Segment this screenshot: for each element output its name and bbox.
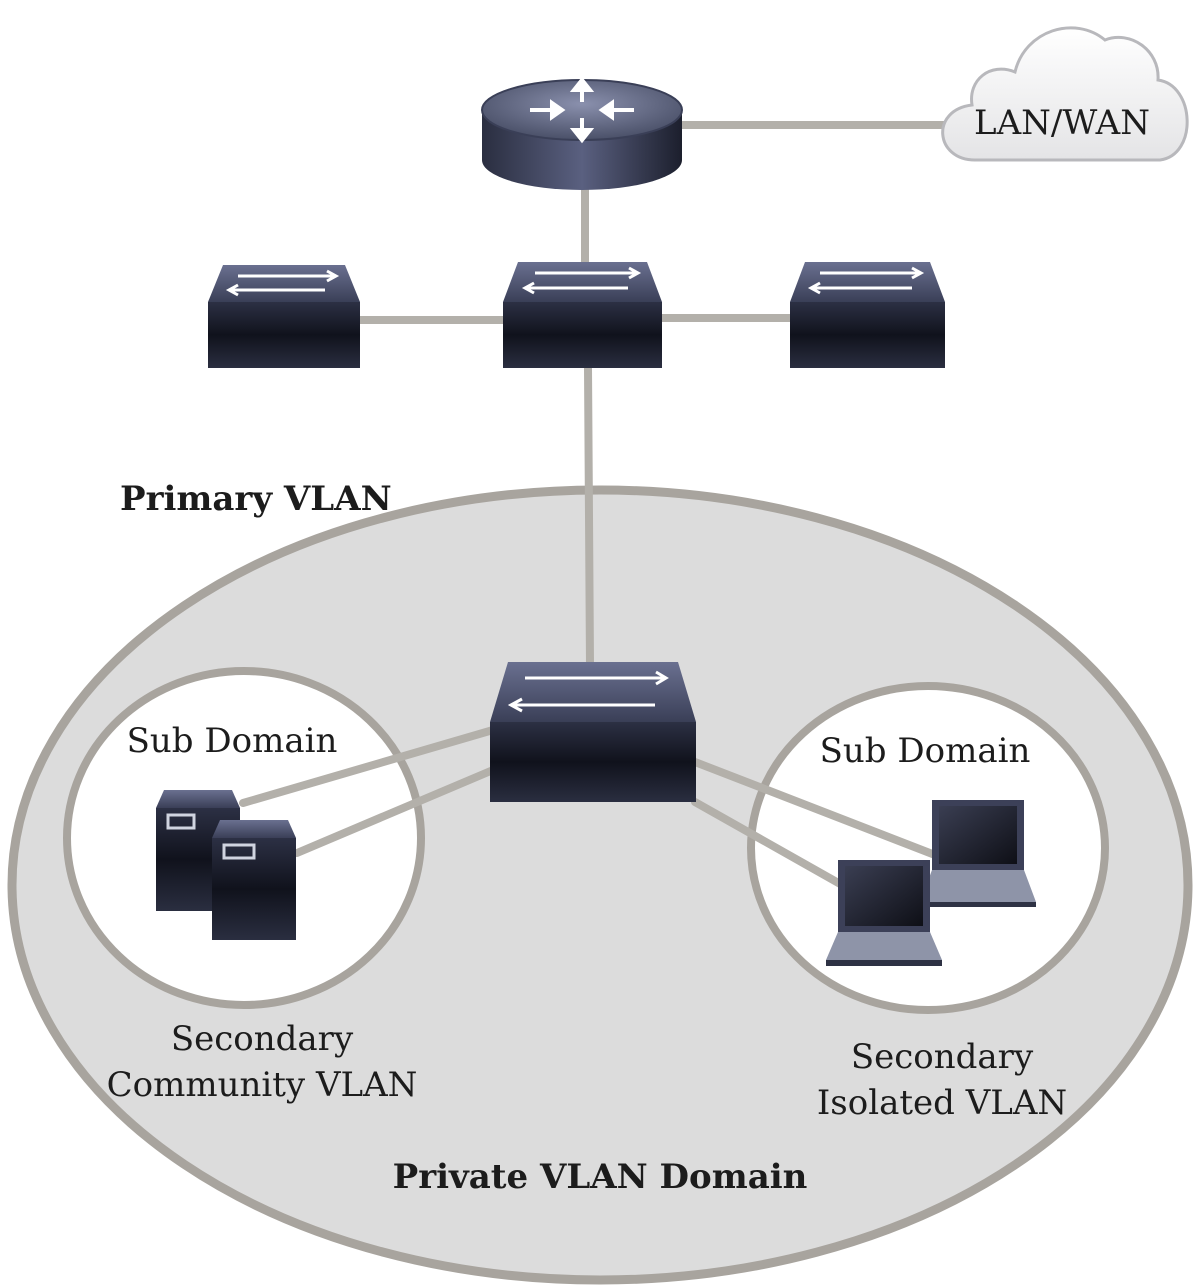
switch-center-icon bbox=[503, 262, 662, 368]
switch-left-icon bbox=[208, 265, 360, 368]
switch-right-icon bbox=[790, 262, 945, 368]
link-server2 bbox=[293, 766, 497, 857]
private-vlan-domain-label: Private VLAN Domain bbox=[393, 1157, 808, 1197]
links bbox=[239, 121, 949, 889]
link-laptop1 bbox=[691, 758, 939, 859]
secondary-community-label-line2: Community VLAN bbox=[107, 1065, 418, 1105]
laptop-icon bbox=[826, 860, 942, 966]
secondary-community-label-line1: Secondary bbox=[171, 1019, 354, 1059]
router-icon bbox=[481, 76, 683, 190]
primary-vlan-label: Primary VLAN bbox=[120, 479, 392, 519]
domain-switch-icon bbox=[490, 662, 696, 802]
laptop-icon bbox=[920, 800, 1036, 907]
sub-domain-right-label: Sub Domain bbox=[820, 731, 1031, 771]
sub-domain-left-label: Sub Domain bbox=[127, 721, 338, 761]
server-icon bbox=[212, 820, 296, 940]
secondary-isolated-label-line1: Secondary bbox=[851, 1037, 1034, 1077]
link-laptop2 bbox=[691, 798, 846, 889]
secondary-isolated-label-line2: Isolated VLAN bbox=[817, 1083, 1067, 1123]
link-switch-domain bbox=[584, 364, 594, 669]
link-server1 bbox=[239, 726, 497, 807]
cloud-icon bbox=[941, 26, 1189, 162]
cloud-label: LAN/WAN bbox=[974, 103, 1150, 143]
